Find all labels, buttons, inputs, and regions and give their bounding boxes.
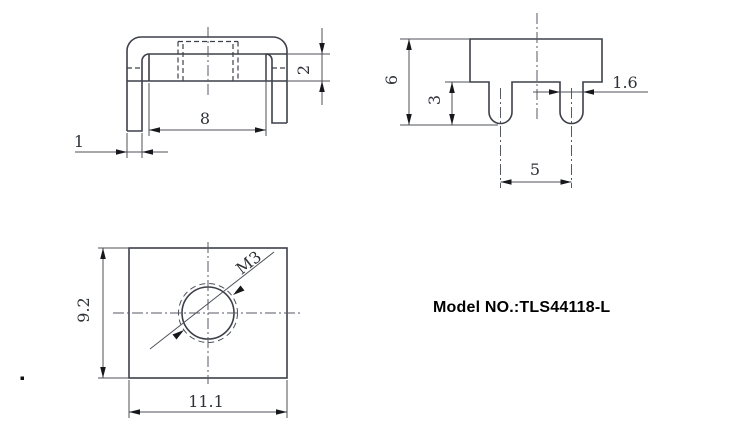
top-dim-plate-depth-label: 9.2 bbox=[74, 297, 93, 322]
arrowhead bbox=[100, 367, 106, 378]
arrowhead bbox=[549, 89, 560, 95]
front-outer-profile bbox=[126, 36, 288, 131]
side-dim-body-height-label: 6 bbox=[382, 75, 401, 85]
side-dim-pin-length-label: 3 bbox=[425, 95, 444, 105]
arrowhead bbox=[406, 39, 412, 50]
arrowhead bbox=[319, 43, 325, 54]
arrowhead bbox=[449, 114, 455, 125]
front-left-leg bbox=[127, 53, 150, 132]
arrowhead bbox=[406, 114, 412, 125]
arrowhead bbox=[319, 81, 325, 92]
arrowhead bbox=[276, 409, 287, 415]
front-right-leg bbox=[265, 53, 287, 124]
model-number-label: Model NO.:TLS44118-L bbox=[433, 299, 611, 316]
front-dim-nut-width: 8 bbox=[148, 56, 267, 136]
arrowhead bbox=[129, 409, 140, 415]
arrowhead bbox=[500, 179, 512, 185]
front-dim-nut-width-label: 8 bbox=[200, 109, 210, 128]
arrowhead bbox=[233, 285, 245, 295]
side-dim-pin-width-label: 1.6 bbox=[612, 73, 637, 92]
arrowhead bbox=[116, 149, 127, 155]
side-dim-body-height: 6 bbox=[382, 38, 498, 126]
front-dim-plate-thickness-label: 2 bbox=[294, 65, 313, 75]
front-hidden-thread bbox=[127, 40, 287, 81]
arrowhead bbox=[142, 149, 153, 155]
arrowhead bbox=[449, 82, 455, 93]
top-view: M3 9.2 11.1 bbox=[74, 242, 302, 418]
top-thread-callout: M3 bbox=[149, 247, 275, 350]
side-body-outline bbox=[469, 38, 603, 125]
stray-dot bbox=[20, 376, 24, 380]
top-dim-plate-width: 11.1 bbox=[128, 380, 288, 418]
arrowhead bbox=[255, 127, 266, 133]
arrowhead bbox=[172, 330, 184, 340]
side-dim-pin-width: 1.6 bbox=[533, 73, 648, 95]
side-dim-pin-length: 3 bbox=[425, 81, 470, 125]
front-dim-leg-thickness: 1 bbox=[74, 132, 168, 158]
side-view: 6 3 1.6 5 bbox=[382, 13, 648, 188]
top-dim-plate-width-label: 11.1 bbox=[188, 392, 224, 411]
front-dim-leg-thickness-label: 1 bbox=[74, 132, 84, 151]
arrowhead bbox=[583, 89, 594, 95]
top-dim-plate-depth: 9.2 bbox=[74, 247, 129, 379]
front-band bbox=[127, 53, 287, 82]
arrowhead bbox=[149, 127, 160, 133]
side-dim-pin-pitch-label: 5 bbox=[530, 160, 540, 179]
arrowhead bbox=[560, 179, 572, 185]
arrowhead bbox=[100, 248, 106, 259]
side-dim-pin-pitch: 5 bbox=[500, 160, 572, 185]
top-thread-callout-label: M3 bbox=[232, 247, 265, 278]
front-dim-plate-thickness: 2 bbox=[287, 28, 330, 105]
front-view: 8 2 1 bbox=[74, 27, 330, 158]
